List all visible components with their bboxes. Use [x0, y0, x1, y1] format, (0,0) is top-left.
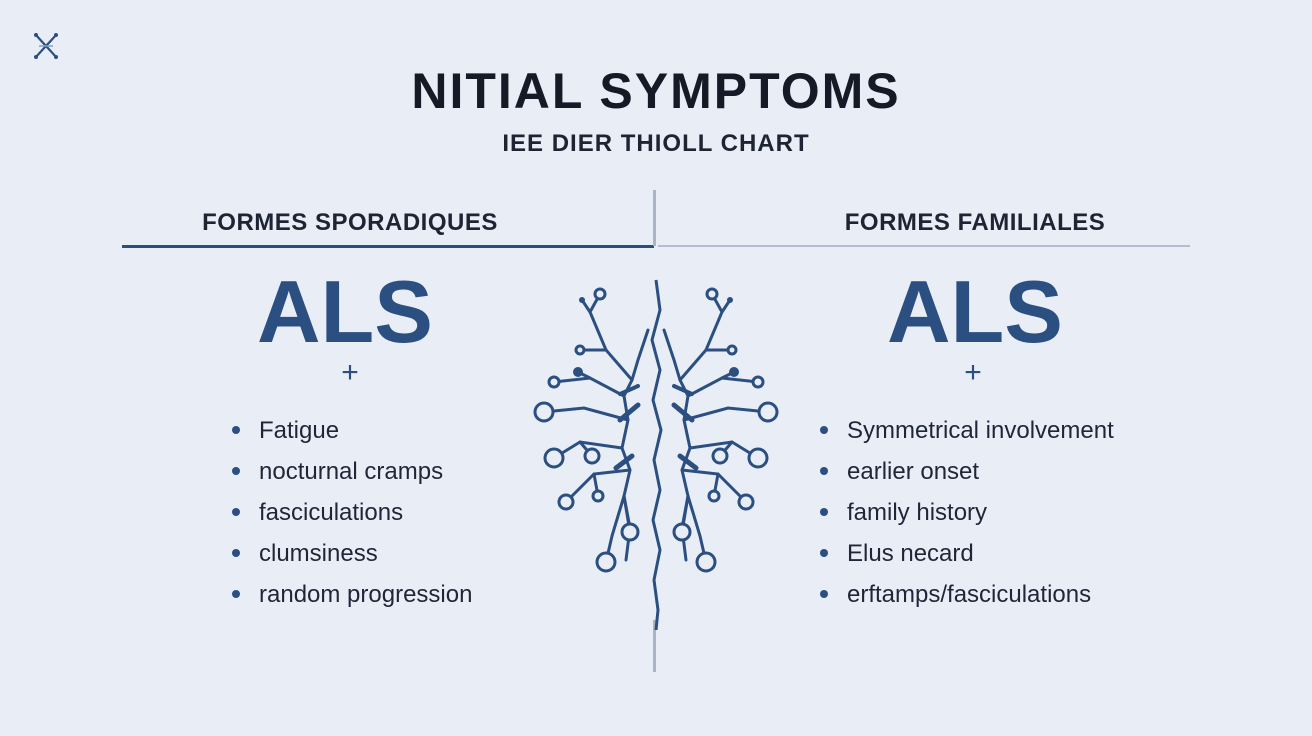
right-plus-sign: + — [964, 356, 982, 389]
left-column-heading: FORMES SPORADIQUES — [202, 209, 498, 236]
right-als-label: ALS — [887, 262, 1063, 361]
bullet-icon — [232, 507, 240, 516]
page-title: NITIAL SYMPTOMS — [411, 63, 901, 119]
list-item-label: family history — [847, 499, 988, 526]
list-item: family history — [820, 496, 1114, 537]
list-item-label: Symmetrical involvement — [847, 417, 1114, 444]
list-item: clumsiness — [232, 537, 472, 578]
list-item: fasciculations — [232, 496, 472, 537]
bullet-icon — [232, 425, 240, 434]
bullet-icon — [820, 548, 828, 557]
list-item-label: nocturnal cramps — [259, 458, 444, 485]
neural-tree-icon — [520, 270, 792, 631]
center-divider-top — [653, 190, 656, 246]
bullet-icon — [820, 425, 828, 434]
list-item-label: Elus necard — [847, 540, 974, 567]
right-column-heading: FORMES FAMILIALES — [844, 209, 1106, 236]
bullet-icon — [232, 548, 240, 557]
list-item-label: random progression — [259, 581, 473, 608]
right-heading-rule — [658, 245, 1190, 247]
left-symptom-list: Fatigue nocturnal cramps fasciculations … — [232, 414, 472, 619]
page-subtitle: IEE DIER THIOLL CHART — [502, 130, 810, 157]
list-item: Symmetrical involvement — [820, 414, 1114, 455]
left-plus-sign: + — [341, 356, 359, 389]
bullet-icon — [820, 466, 828, 475]
list-item: nocturnal cramps — [232, 455, 472, 496]
dna-helix-icon — [31, 31, 61, 61]
list-item: earlier onset — [820, 455, 1114, 496]
bullet-icon — [232, 466, 240, 475]
list-item: Fatigue — [232, 414, 472, 455]
bullet-icon — [820, 507, 828, 516]
list-item: erftamps/fasciculations — [820, 578, 1114, 619]
list-item: Elus necard — [820, 537, 1114, 578]
list-item-label: erftamps/fasciculations — [847, 581, 1092, 608]
right-symptom-list: Symmetrical involvement earlier onset fa… — [820, 414, 1114, 619]
bullet-icon — [232, 589, 240, 598]
list-item-label: earlier onset — [847, 458, 980, 485]
list-item-label: fasciculations — [259, 499, 404, 526]
list-item-label: clumsiness — [259, 540, 378, 567]
left-heading-rule — [122, 245, 654, 248]
bullet-icon — [820, 589, 828, 598]
list-item: random progression — [232, 578, 472, 619]
center-divider-bottom — [653, 620, 656, 672]
left-als-label: ALS — [257, 262, 433, 361]
list-item-label: Fatigue — [259, 417, 340, 444]
